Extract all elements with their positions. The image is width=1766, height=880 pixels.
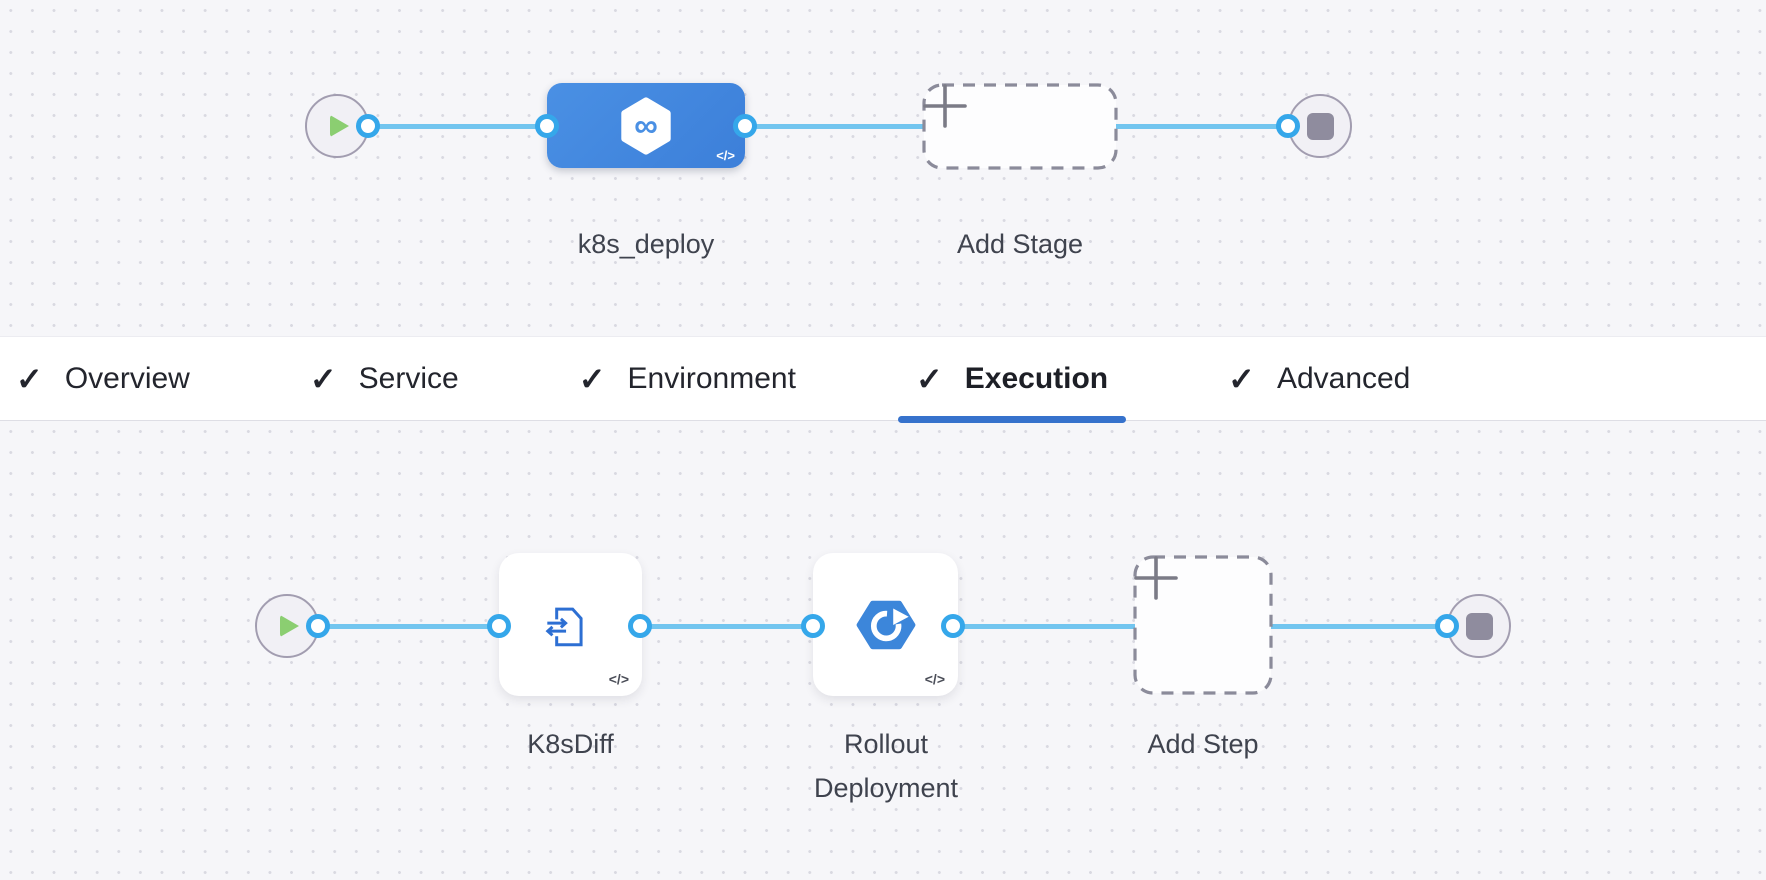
play-icon (280, 615, 299, 637)
step-label: K8sDiff (527, 729, 614, 759)
tab-label: Service (358, 361, 459, 395)
stage-canvas: ∞ </> k8s_deploy Add Stage (0, 0, 1766, 336)
tab-service[interactable]: ✓ Service (300, 336, 469, 421)
stage-node-k8s-deploy[interactable]: ∞ </> (547, 83, 745, 168)
check-icon: ✓ (1228, 360, 1255, 397)
stop-icon (1306, 112, 1334, 140)
stage-connector-line (337, 124, 1320, 129)
rollout-deployment-icon (856, 600, 915, 649)
add-stage-button[interactable] (922, 83, 1118, 170)
active-tab-underline (897, 416, 1127, 423)
execution-canvas: </> </> (0, 421, 1766, 880)
yaml-code-badge: </> (924, 671, 945, 687)
step-label: Rollout Deployment (813, 729, 959, 803)
step-node-k8sdiff[interactable]: </> (499, 553, 642, 696)
check-icon: ✓ (309, 360, 337, 397)
yaml-code-badge: </> (608, 671, 629, 687)
connector-dot[interactable] (487, 614, 511, 638)
harness-pipeline-icon: ∞ (621, 96, 671, 155)
check-icon: ✓ (16, 360, 43, 397)
connector-dot[interactable] (306, 614, 330, 638)
add-step-label: Add Step (1147, 729, 1259, 759)
add-step-button[interactable] (1133, 555, 1273, 695)
svg-text:∞: ∞ (634, 106, 657, 143)
stage-tabbar: ✓ Overview ✓ Service ✓ Environment ✓ Exe… (0, 336, 1766, 423)
add-stage-label: Add Stage (956, 229, 1084, 259)
plus-icon (923, 84, 967, 128)
play-icon (330, 115, 349, 137)
check-icon: ✓ (578, 360, 606, 397)
connector-dot[interactable] (628, 614, 652, 638)
step-node-rollout-deployment[interactable]: </> (813, 553, 958, 696)
stage-label: k8s_deploy (577, 229, 715, 259)
tab-label: Advanced (1276, 361, 1411, 395)
connector-dot[interactable] (1435, 614, 1459, 638)
tab-label: Environment (627, 361, 796, 395)
tab-environment[interactable]: ✓ Environment (569, 336, 806, 421)
stop-icon (1465, 612, 1493, 640)
check-icon: ✓ (915, 360, 943, 397)
tab-overview[interactable]: ✓ Overview (6, 336, 200, 421)
connector-dot[interactable] (535, 114, 559, 138)
connector-dot[interactable] (1276, 114, 1300, 138)
tab-label: Execution (964, 361, 1109, 395)
connector-dot[interactable] (941, 614, 965, 638)
connector-dot[interactable] (733, 114, 757, 138)
tab-advanced[interactable]: ✓ Advanced (1218, 336, 1420, 421)
tab-execution[interactable]: ✓ Execution (897, 336, 1127, 423)
connector-dot[interactable] (356, 114, 380, 138)
plus-icon (1134, 556, 1178, 600)
yaml-code-badge: </> (716, 148, 735, 163)
k8s-diff-icon (545, 607, 583, 646)
connector-dot[interactable] (801, 614, 825, 638)
tab-label: Overview (64, 361, 190, 395)
